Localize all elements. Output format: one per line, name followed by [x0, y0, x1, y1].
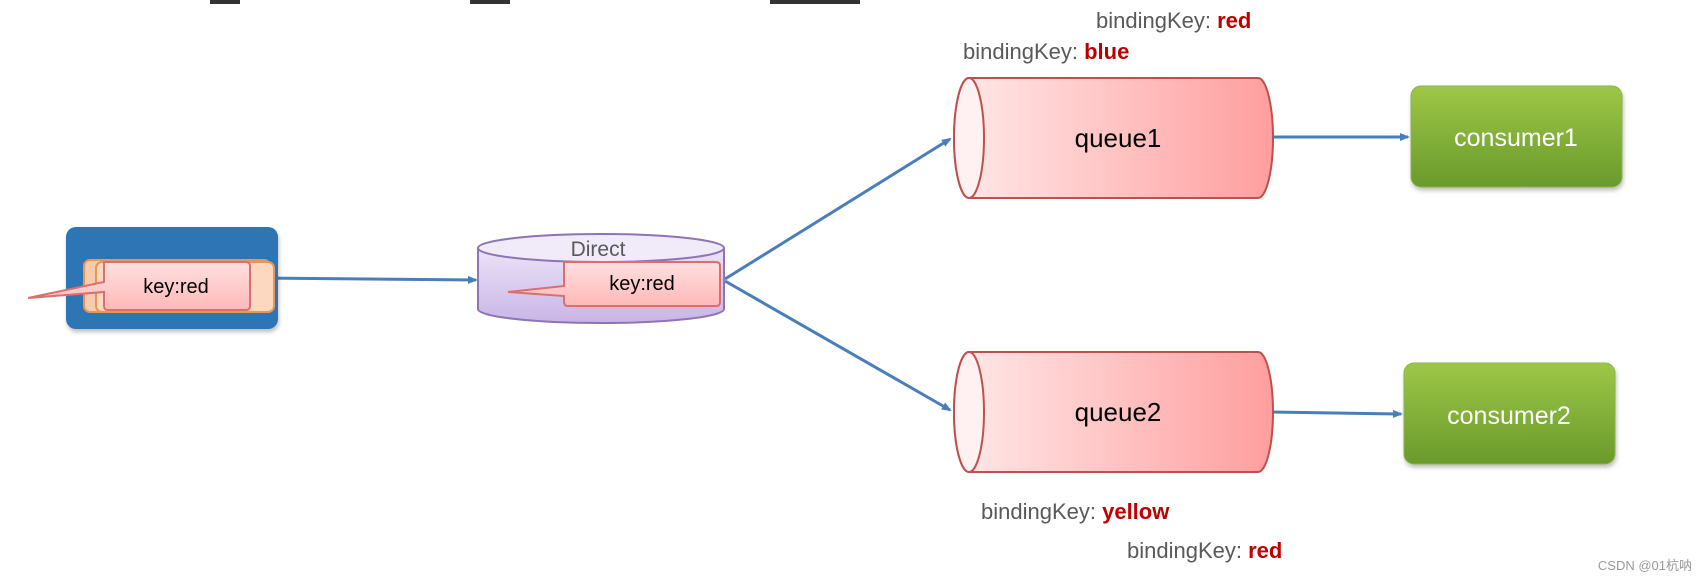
binding-key-value: red: [1248, 538, 1282, 563]
publisher-message-label: key:red: [143, 276, 209, 298]
binding-key-prefix: bindingKey:: [963, 39, 1084, 64]
consumer2-box[interactable]: [1403, 362, 1616, 465]
binding-key-value: yellow: [1102, 499, 1170, 524]
queue2-label: queue2: [1075, 397, 1162, 427]
consumer1-label: consumer1: [1454, 124, 1578, 152]
binding-key-queue1-blue: bindingKey: blue: [963, 39, 1129, 64]
publisher[interactable]: key:red: [27, 227, 278, 329]
binding-key-value: blue: [1084, 39, 1129, 64]
queue2[interactable]: queue2: [953, 351, 1274, 473]
binding-key-prefix: bindingKey:: [1127, 538, 1248, 563]
binding-key-prefix: bindingKey:: [981, 499, 1102, 524]
queue1-cap: [953, 77, 985, 199]
arrow-exchange-to-queue1: [724, 137, 952, 281]
exchange-label: Direct: [571, 238, 626, 261]
binding-key-queue2-yellow: bindingKey: yellow: [981, 499, 1170, 524]
binding-key-prefix: bindingKey:: [1096, 8, 1217, 33]
exchange-message-callout: [507, 261, 721, 307]
consumer2[interactable]: consumer2: [1403, 362, 1616, 465]
connections: [257, 133, 1410, 418]
exchange-message-label: key:red: [609, 273, 675, 295]
publisher-message-callout: [27, 261, 251, 311]
watermark: CSDN @01杭呐: [1598, 558, 1692, 573]
binding-key-queue2-red: bindingKey: red: [1127, 538, 1282, 563]
consumer1-box[interactable]: [1410, 85, 1623, 188]
arrow-exchange-to-queue2: [724, 279, 952, 412]
arrow-queue2-to-consumer2: [1269, 409, 1403, 418]
consumer1[interactable]: consumer1: [1410, 85, 1623, 188]
exchange[interactable]: Direct key:red: [477, 233, 725, 324]
cropped-title: [210, 0, 860, 4]
consumer2-label: consumer2: [1447, 402, 1571, 430]
binding-key-queue1-red: bindingKey: red: [1096, 8, 1251, 33]
binding-key-value: red: [1217, 8, 1251, 33]
arrow-publisher-to-exchange: [257, 275, 478, 284]
queue2-cap: [953, 351, 985, 473]
queue1[interactable]: queue1: [953, 77, 1274, 199]
queue1-label: queue1: [1075, 123, 1162, 153]
